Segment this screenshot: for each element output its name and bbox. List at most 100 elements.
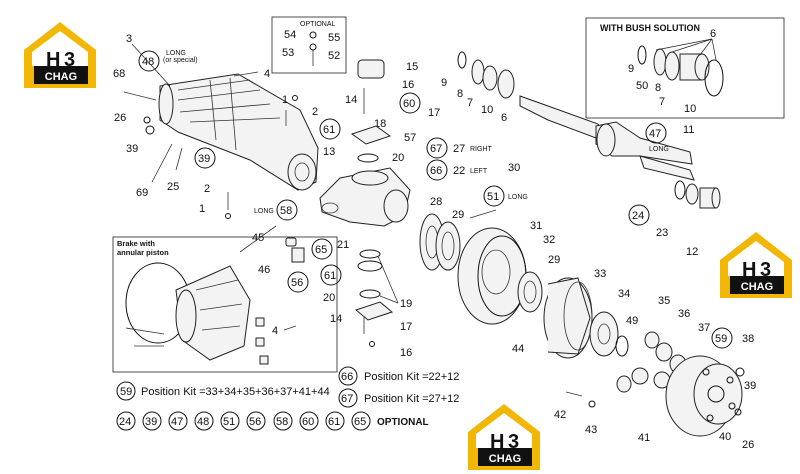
- callout-61-bottom: 61: [324, 270, 336, 282]
- bush-solution-box: [585, 17, 785, 119]
- optional-num: 48: [197, 416, 209, 428]
- legend-66-text: Position Kit =22+12: [364, 371, 459, 383]
- callout-37: 37: [698, 322, 710, 334]
- logo-name: CHAG: [45, 71, 77, 83]
- brake-caption-line2: annular piston: [117, 248, 169, 257]
- callout-29-bottom: 29: [548, 254, 560, 266]
- legend-kit-66: 66 Position Kit =22+12: [338, 366, 459, 386]
- logo-name: CHAG: [741, 281, 773, 293]
- callout-43: 43: [585, 424, 597, 436]
- callout-60-circle: [399, 92, 421, 114]
- callout-2-bottom: 2: [204, 183, 210, 195]
- callout-12: 12: [686, 246, 698, 258]
- bush-solution-caption: WITH BUSH SOLUTION: [600, 23, 700, 33]
- callout-39-circle: [194, 147, 216, 169]
- optional-box: [271, 16, 347, 74]
- callout-31: 31: [530, 220, 542, 232]
- optional-num: 65: [354, 416, 366, 428]
- seal-rings-upper: [457, 51, 515, 99]
- callout-59: 59: [715, 333, 727, 345]
- callout-55: 55: [328, 32, 340, 44]
- callout-4: 4: [264, 68, 270, 80]
- shim-plate: [350, 125, 392, 145]
- or-special-label: (or special): [163, 57, 198, 64]
- callout-14-top: 14: [345, 94, 357, 106]
- bush-parts: [637, 45, 724, 97]
- callout-33: 33: [594, 268, 606, 280]
- optional-legend-label: OPTIONAL: [377, 417, 429, 428]
- callout-3: 3: [126, 33, 132, 45]
- callout-56: 56: [291, 277, 303, 289]
- callout-58: 58: [280, 205, 292, 217]
- callout-58-circle: [276, 199, 298, 221]
- callout-4-brake: 4: [272, 325, 278, 337]
- callout-21: 21: [337, 239, 349, 251]
- brand-logo-top-left: H 3 CHAG: [24, 22, 96, 88]
- callout-16-top: 16: [402, 79, 414, 91]
- callout-15: 15: [406, 61, 418, 73]
- callout-23: 23: [656, 227, 668, 239]
- brake-caption-line1: Brake with: [117, 239, 155, 248]
- callout-6: 6: [501, 112, 507, 124]
- legend-optional-row: 24 39 47 48 51 56 58 60 61 65 OPTIONAL: [116, 411, 429, 431]
- ring-gear: [543, 277, 629, 359]
- brake-housing: [125, 262, 269, 365]
- steering-knuckle: [319, 167, 411, 227]
- callout-65-circle: [311, 238, 333, 260]
- legend-59-text: Position Kit =33+34+35+36+37+41+44: [141, 386, 330, 398]
- callout-61-circle-bottom: [320, 264, 342, 286]
- callout-17-bottom: 17: [400, 321, 412, 333]
- planetary-carrier: [665, 355, 743, 437]
- callout-44: 44: [512, 343, 524, 355]
- callout-13: 13: [323, 146, 335, 158]
- callout-16-bottom: 16: [400, 347, 412, 359]
- brake-discs: [419, 213, 461, 271]
- callout-47: 47: [649, 128, 661, 140]
- long-label-51: LONG: [508, 194, 528, 201]
- callout-bush-9: 9: [628, 63, 634, 75]
- callout-66-circle: [426, 159, 448, 181]
- callout-67-circle: [426, 137, 448, 159]
- optional-num: 61: [328, 416, 340, 428]
- callout-54: 54: [284, 29, 296, 41]
- callout-11: 11: [683, 124, 694, 136]
- callout-69: 69: [136, 187, 148, 199]
- optional-num: 24: [119, 416, 131, 428]
- logo-digit: 3: [64, 49, 75, 71]
- legend-66-num: 66: [341, 371, 353, 383]
- logo-h: H: [46, 49, 60, 71]
- optional-bolts: [309, 31, 317, 66]
- callout-56-circle: [287, 271, 309, 293]
- callout-42: 42: [554, 409, 566, 421]
- callout-51-circle: [483, 185, 505, 207]
- callout-61-top: 61: [323, 124, 335, 136]
- optional-num: 51: [223, 416, 235, 428]
- callout-28: 28: [430, 196, 442, 208]
- callout-65: 65: [315, 244, 327, 256]
- callout-61-circle-top: [319, 118, 341, 140]
- legend-67-text: Position Kit =27+12: [364, 393, 459, 405]
- long-label-47: LONG: [649, 146, 669, 153]
- callout-2-top: 2: [312, 106, 318, 118]
- logo-name: CHAG: [489, 453, 521, 465]
- callout-19: 19: [400, 298, 412, 310]
- callout-9: 9: [441, 77, 447, 89]
- long-label-48: LONG: [166, 50, 186, 57]
- callout-36: 36: [678, 308, 690, 320]
- callout-50: 50: [636, 80, 648, 92]
- optional-num: 47: [171, 416, 183, 428]
- callout-26-carrier: 26: [742, 439, 754, 451]
- callout-26: 26: [114, 112, 126, 124]
- callout-39: 39: [126, 143, 138, 155]
- king-pin-cap: [357, 59, 385, 79]
- logo-digit: 3: [760, 259, 771, 281]
- axle-housing: [158, 73, 319, 191]
- callout-27: 27: [453, 143, 465, 155]
- bearings-12: [674, 180, 721, 209]
- callout-60: 60: [403, 98, 415, 110]
- right-label: RIGHT: [470, 146, 493, 153]
- callout-40: 40: [719, 431, 731, 443]
- callout-35: 35: [658, 295, 670, 307]
